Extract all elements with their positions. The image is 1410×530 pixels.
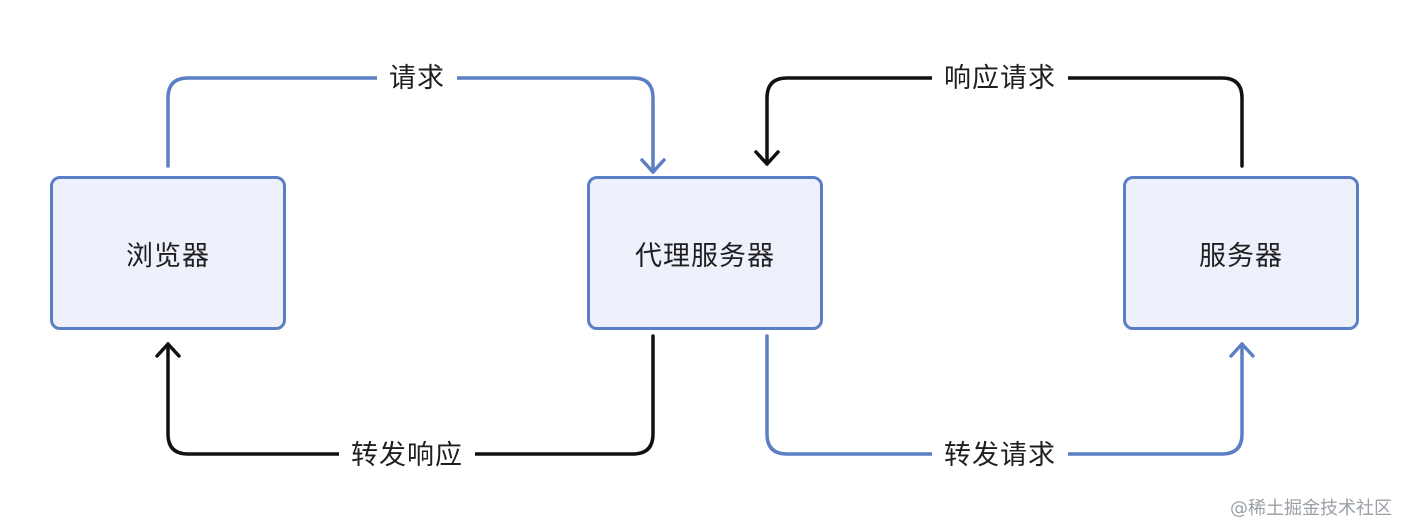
edge-forward-request-arrowhead bbox=[1229, 342, 1255, 358]
edge-label-forward-request: 转发请求 bbox=[932, 436, 1068, 476]
edge-forward-response-arrowhead bbox=[155, 342, 181, 358]
edge-label-forward-response: 转发响应 bbox=[339, 436, 475, 476]
server-node: 服务器 bbox=[1123, 176, 1359, 330]
server-node-label: 服务器 bbox=[1199, 240, 1283, 272]
proxy-server-node-label: 代理服务器 bbox=[635, 240, 775, 272]
edge-response-request-arrowhead bbox=[754, 150, 780, 166]
edge-request-arrowhead bbox=[640, 158, 666, 174]
browser-node-label: 浏览器 bbox=[126, 240, 210, 272]
edge-label-request: 请求 bbox=[377, 59, 457, 99]
watermark: @稀土掘金技术社区 bbox=[1230, 498, 1392, 519]
proxy-server-node: 代理服务器 bbox=[587, 176, 823, 330]
edge-label-response-request: 响应请求 bbox=[932, 59, 1068, 99]
browser-node: 浏览器 bbox=[50, 176, 286, 330]
